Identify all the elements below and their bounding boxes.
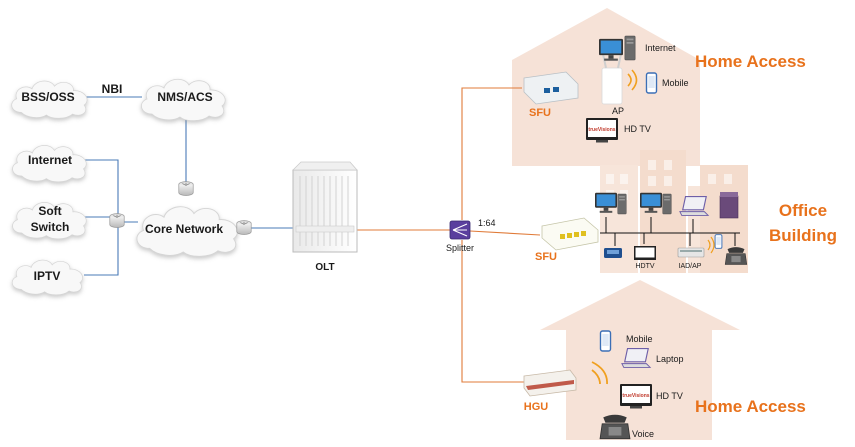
hd-tv-icon-bottom: trueVisions [620,384,652,409]
office-pc2-tower-icon [662,193,672,215]
iptv-label: IPTV [34,269,61,283]
soft-switch-label-2: Switch [31,220,70,234]
office-title-line2: Building [769,226,837,245]
office-mobile-icon [714,234,723,249]
sfu-home-icon [523,71,579,105]
wifi-icon-bottom [591,361,608,385]
tv-screen-text-bottom: trueVisions [622,393,649,399]
mobile-label-bottom: Mobile [626,334,653,344]
hd-tv-label-top: HD TV [624,124,651,134]
splitter-label: Splitter [446,243,474,253]
splitter-hgu-fiber [461,240,524,383]
desktop-tower-icon [624,35,636,61]
core-router-left-icon [109,213,125,228]
sfu-office-icon [541,217,599,251]
laptop-label-bottom: Laptop [656,354,684,364]
home-access-top-title: Home Access [695,52,806,71]
mobile-label-top: Mobile [662,78,689,88]
mobile-icon-top [645,72,658,94]
hd-tv-icon-top: trueVisions [586,118,618,143]
office-desk-phone-icon [724,246,748,265]
bss-oss-label: BSS/OSS [21,90,74,104]
voice-label: Voice [632,429,654,439]
hgu-label: HGU [524,401,549,413]
home-access-bottom-title: Home Access [695,397,806,416]
sfu-office-label: SFU [535,251,557,263]
olt-chassis-icon [292,161,358,253]
ap-label: AP [612,106,624,116]
splitter-sfu-office-fiber [469,230,541,236]
tv-screen-text-top: trueVisions [588,127,615,133]
core-router-top-icon [178,181,194,196]
olt-label: OLT [315,262,334,273]
wifi-icon-top [627,69,638,91]
ap-icon [601,53,623,105]
splitter-icon [449,220,471,240]
nms-acs-label: NMS/ACS [157,90,212,104]
sfu-home-label: SFU [529,107,551,119]
split-ratio-label: 1:64 [478,218,496,228]
hd-tv-label-bottom: HD TV [656,391,683,401]
hgu-icon [523,369,577,397]
office-hdtv-label: HDTV [635,263,654,270]
internet-device-label: Internet [645,43,676,53]
core-network-label: Core Network [145,222,223,236]
office-hdtv-icon [634,246,656,260]
soft-switch-label-1: Soft [38,204,61,218]
internet-label: Internet [28,153,72,167]
iad-ap-label: IAD/AP [679,263,702,270]
office-phone-small-icon [604,248,622,258]
office-lan [600,217,740,246]
office-pc1-tower-icon [617,193,627,215]
voice-phone-icon [599,414,631,440]
nbi-label: NBI [102,82,123,96]
fiber-links [357,87,541,383]
splitter-sfu-home-fiber [461,87,522,220]
wifi-icon-office [707,236,715,254]
core-router-right-icon [236,220,252,235]
iad-ap-icon [677,247,705,258]
office-server-icon [719,192,739,219]
mobile-icon-bottom [599,330,612,352]
office-title-line1: Office [779,201,827,220]
